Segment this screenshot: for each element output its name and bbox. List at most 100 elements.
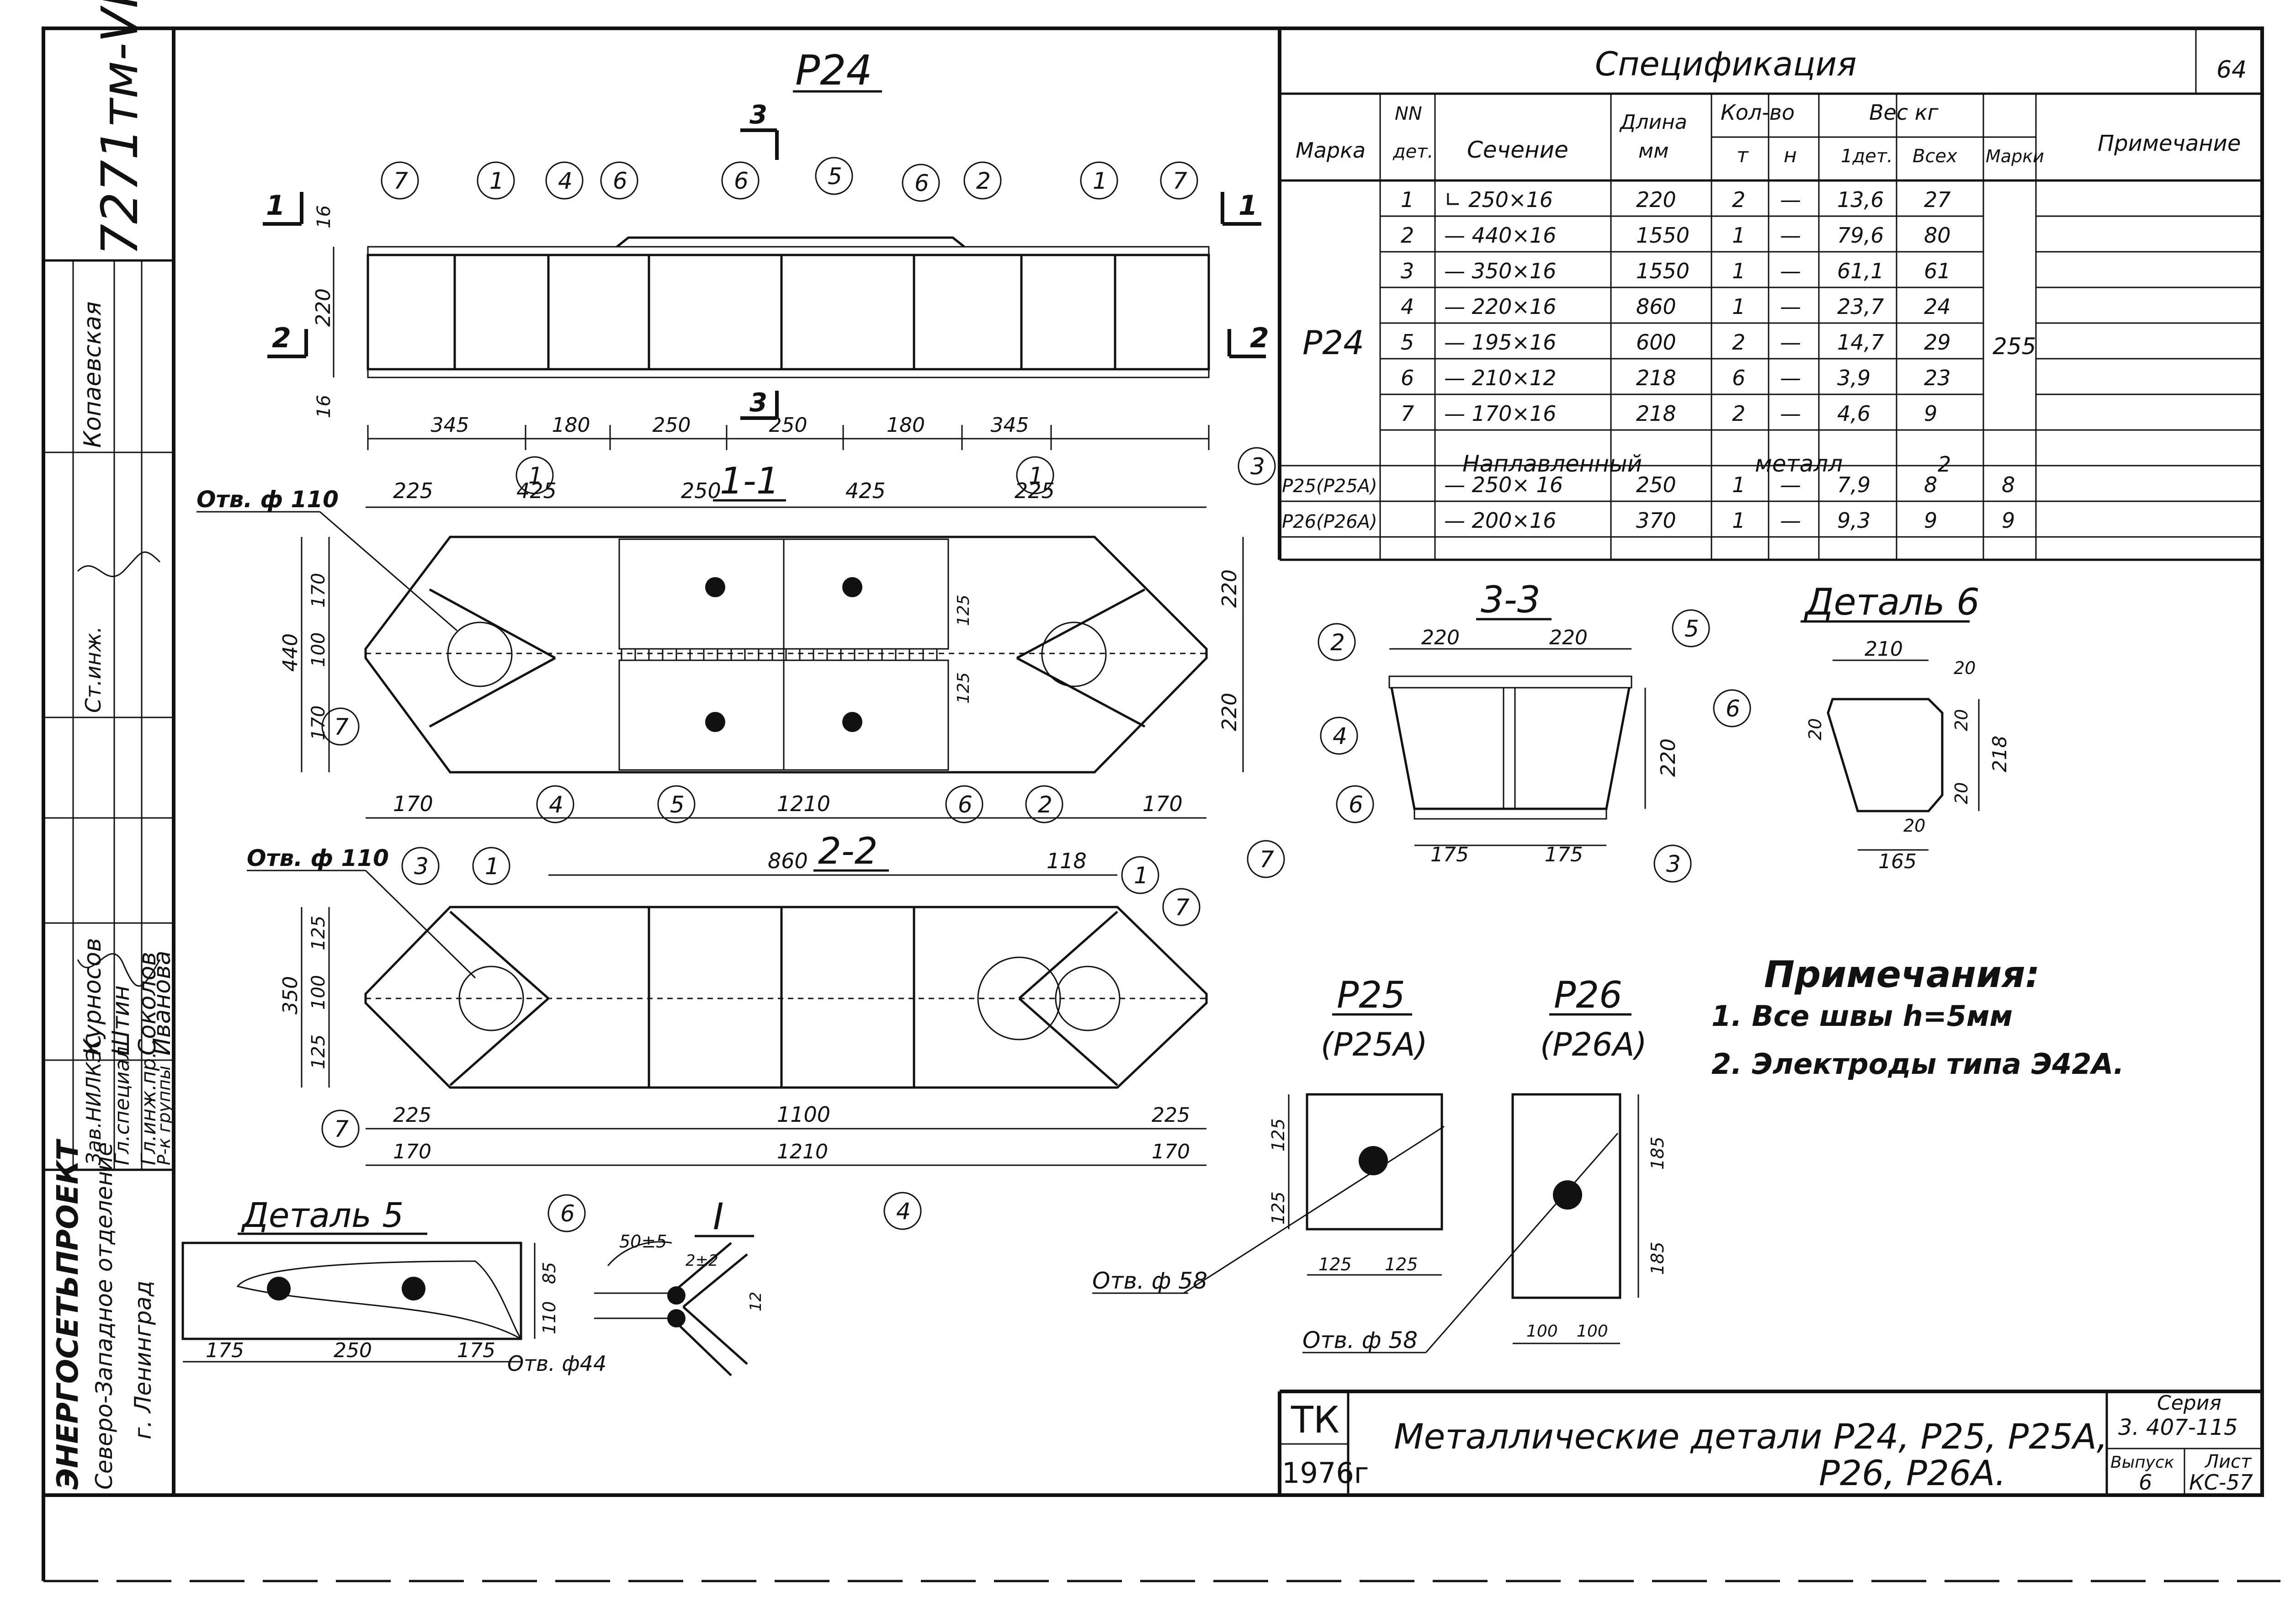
s11-bottom-1: 1210 [777, 791, 830, 816]
hole-110-a: Отв. ф 110 [197, 486, 339, 513]
s22-overall: 350 [279, 976, 302, 1014]
stamp-name-4: Копаевская [79, 302, 106, 448]
spec-extra-1-mark: Р26(Р26А) [1282, 511, 1377, 532]
callout-top-7-num: 2 [976, 168, 991, 194]
s33-175b: 175 [1545, 843, 1583, 866]
tb-logo-2: 1976г [1282, 1456, 1369, 1490]
stamp-role-2: Гл.инж.пр. [137, 1052, 160, 1165]
s22-title: 2-2 [818, 830, 878, 872]
tb-issue-label: Выпуск [2110, 1453, 2174, 1472]
s11-bottom-0: 170 [393, 791, 433, 816]
p26-185b: 185 [1647, 1242, 1668, 1275]
p24-dim-1: 180 [552, 414, 590, 437]
s22-225a: 225 [393, 1104, 431, 1127]
spec-row-1-n: 2 [1401, 223, 1414, 248]
d6-218: 218 [1988, 736, 2011, 772]
spec-row-1-h: — [1780, 223, 1801, 248]
spec-row-1-wall: 80 [1924, 223, 1951, 248]
d5-110: 110 [539, 1301, 559, 1334]
d5-85: 85 [539, 1262, 559, 1284]
p26-100b: 100 [1577, 1322, 1608, 1341]
stamp-name-2: Соколов [134, 952, 161, 1056]
tb-title-1: Металлические детали Р24, Р25, Р25А, [1394, 1416, 2108, 1457]
spec-extra-0-len: 250 [1636, 472, 1676, 497]
spec-row-6-n: 7 [1401, 401, 1414, 426]
callout-s22-6: 4 [883, 1192, 922, 1230]
note-2: 2. Электроды типа Э42А. [1711, 1047, 2124, 1081]
spec-row-3-len: 860 [1636, 294, 1676, 319]
spec-row-0-n: 1 [1401, 187, 1414, 212]
spec-row-3-w1: 23,7 [1837, 294, 1884, 319]
hdr-mark: Марка [1296, 138, 1366, 163]
spec-row-2-len: 1550 [1636, 259, 1690, 283]
callout-s22-3: 7 [1162, 888, 1201, 926]
callout-top-1-num: 1 [489, 168, 504, 194]
hdr-w-all: Всех [1913, 146, 1957, 167]
spec-row-4-len: 600 [1636, 330, 1676, 355]
callout-s33-0: 2 [1318, 623, 1356, 661]
hole-58-a: Отв. ф 58 [1092, 1268, 1207, 1294]
spec-row-2-w1: 61,1 [1837, 259, 1884, 283]
spec-row-6-wall: 9 [1924, 401, 1937, 426]
callout-top-6-num: 6 [914, 170, 929, 196]
spec-row-2-sec: — 350×16 [1444, 259, 1557, 283]
p24-sec-3-bottom: 3 [749, 388, 767, 418]
p26-title: Р26 [1554, 974, 1622, 1016]
spec-row-0-w1: 13,6 [1837, 187, 1884, 212]
tb-title-2: Р26, Р26А. [1819, 1453, 2006, 1493]
callout-s11-0-num: 1 [528, 462, 543, 489]
tb-logo-1: ТК [1291, 1399, 1339, 1441]
spec-row-0-h: — [1780, 187, 1801, 212]
s22-860: 860 [768, 849, 808, 873]
d6-20a: 20 [1954, 658, 1976, 678]
callout-s33-0-num: 2 [1330, 629, 1345, 656]
weld-wall: 2 [1938, 452, 1951, 477]
org-city: г. Ленинград [130, 1280, 156, 1439]
callout-s11-0: 1 [515, 456, 554, 494]
d5-title: Деталь 5 [241, 1196, 404, 1235]
sheet-frame [42, 27, 2280, 1582]
spec-extra-1-wmark: 9 [2002, 508, 2015, 533]
d6-165: 165 [1878, 850, 1917, 873]
callout-s22-1-num: 1 [485, 853, 500, 880]
spec-extra-0-mark: Р25(Р25А) [1282, 476, 1377, 497]
callout-s11-1-num: 1 [1029, 462, 1043, 489]
dI-t: 12 [747, 1292, 765, 1311]
s11-right-0: 220 [1218, 569, 1241, 608]
stamp-name-1: Штин [107, 985, 135, 1056]
doc-code: 7271тм-VI-б4 [90, 0, 149, 256]
spec-extra-0-t: 1 [1732, 472, 1745, 497]
detail-5: Деталь 5 [181, 1196, 536, 1363]
callout-s33-4: 6 [1336, 785, 1374, 823]
spec-row-1-w1: 79,6 [1837, 223, 1884, 248]
detail-6: Деталь 6 [1801, 581, 1980, 851]
callout-top-2-num: 4 [558, 168, 573, 194]
callout-s22-3-num: 7 [1175, 894, 1190, 921]
tb-issue: 6 [2139, 1470, 2152, 1495]
hdr-length2: мм [1638, 139, 1669, 163]
s11-title: 1-1 [720, 460, 780, 502]
callout-s11-6: 2 [1025, 785, 1063, 823]
spec-row-6-w1: 4,6 [1837, 401, 1871, 426]
spec-extra-1-t: 1 [1732, 508, 1745, 533]
callout-s33-1: 5 [1672, 609, 1710, 647]
hdr-w-mark: Марки [1986, 146, 2044, 166]
s22-bottom-1: 1210 [777, 1140, 828, 1163]
s22-left-0: 125 [308, 916, 329, 950]
plate-p25: Р25 (Р25А) [1183, 974, 1445, 1294]
p24-dim-0: 345 [431, 414, 469, 437]
hdr-qty-t: т [1737, 144, 1749, 167]
hdr-length1: Длина [1619, 111, 1687, 134]
spec-row-1-len: 1550 [1636, 223, 1690, 248]
s33-175a: 175 [1430, 843, 1469, 866]
s11-overall: 440 [279, 633, 302, 672]
callout-s11-3: 4 [536, 785, 574, 823]
spec-extra-0-wall: 8 [1924, 472, 1937, 497]
callout-s11-5-num: 6 [958, 791, 972, 818]
spec-row-1-sec: — 440×16 [1444, 223, 1557, 248]
hdr-qty-n: н [1784, 144, 1797, 167]
p26-100a: 100 [1526, 1322, 1558, 1341]
